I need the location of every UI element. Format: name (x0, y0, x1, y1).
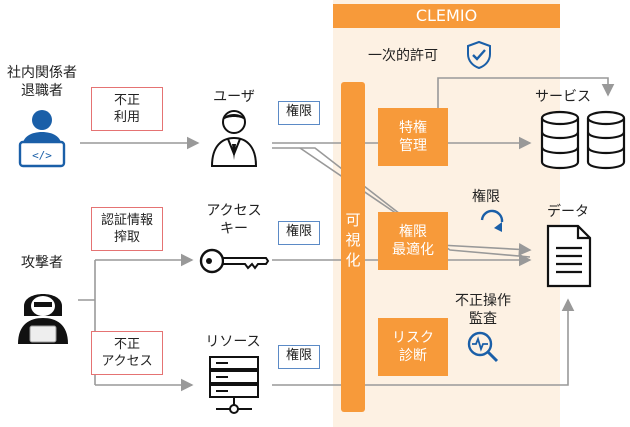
resource-label: リソース (205, 334, 261, 350)
server-icon (209, 356, 259, 414)
misuse-box: 不正 利用 (91, 87, 163, 131)
risk-diagnosis-box: リスク 診断 (378, 318, 448, 376)
attacker-label: 攻撃者 (21, 255, 63, 271)
user-icon (210, 110, 258, 167)
risk-diagnosis-line2: 診断 (399, 348, 427, 364)
unauthorized-access-line2: アクセス (101, 354, 153, 369)
access-key-line1: アクセス (206, 203, 262, 219)
unauthorized-access-line1: 不正 (113, 337, 140, 352)
privilege-optimization-box: 権限 最適化 (378, 212, 448, 270)
risk-diagnosis-line1: リスク (392, 330, 434, 346)
misuse-line2: 利用 (113, 110, 140, 125)
key-icon (199, 248, 270, 274)
privilege-management-line2: 管理 (399, 138, 427, 154)
misuse-line1: 不正 (113, 93, 140, 108)
access-key-label: アクセス キー (196, 202, 272, 238)
credential-theft-box: 認証情報 搾取 (91, 207, 163, 251)
services-label: サービス (535, 89, 591, 105)
insider-line2: 退職者 (21, 83, 63, 99)
svg-text:</>: </> (32, 149, 52, 162)
fraud-audit-line1: 不正操作 (455, 293, 511, 309)
document-icon (546, 224, 592, 288)
permission-annotation: 権限 (472, 189, 500, 205)
privilege-management-box: 特権 管理 (378, 108, 448, 166)
primary-permit-label: 一次的許可 (368, 48, 438, 64)
clemio-title: CLEMIO (333, 4, 560, 28)
access-key-line2: キー (220, 221, 248, 237)
insider-line1: 社内関係者 (7, 65, 77, 81)
auth-box-resource: 権限 (278, 345, 320, 369)
fraud-audit-label: 不正操作 監査 (455, 292, 511, 328)
unauthorized-access-box: 不正 アクセス (91, 331, 163, 375)
auth-box-user: 権限 (278, 101, 320, 125)
visualization-bar (341, 82, 365, 412)
auth-box-key: 権限 (278, 221, 320, 245)
credential-theft-line2: 搾取 (113, 230, 140, 245)
privilege-optimization-line1: 権限 (399, 224, 427, 240)
data-label: データ (547, 204, 589, 220)
insider-developer-icon: </> (18, 110, 66, 168)
insider-label: 社内関係者 退職者 (0, 64, 84, 100)
privilege-management-line1: 特権 (399, 120, 427, 136)
database-icon (540, 110, 626, 170)
fraud-audit-line2: 監査 (469, 311, 497, 327)
visualization-label: 可視化 (345, 211, 361, 269)
refresh-arrow-icon (480, 209, 504, 232)
magnifier-pulse-icon (467, 331, 499, 363)
shield-check-icon (467, 40, 491, 70)
privilege-optimization-line2: 最適化 (392, 242, 434, 258)
user-label: ユーザ (213, 89, 255, 105)
hacker-icon (18, 294, 68, 344)
credential-theft-line1: 認証情報 (100, 213, 153, 228)
